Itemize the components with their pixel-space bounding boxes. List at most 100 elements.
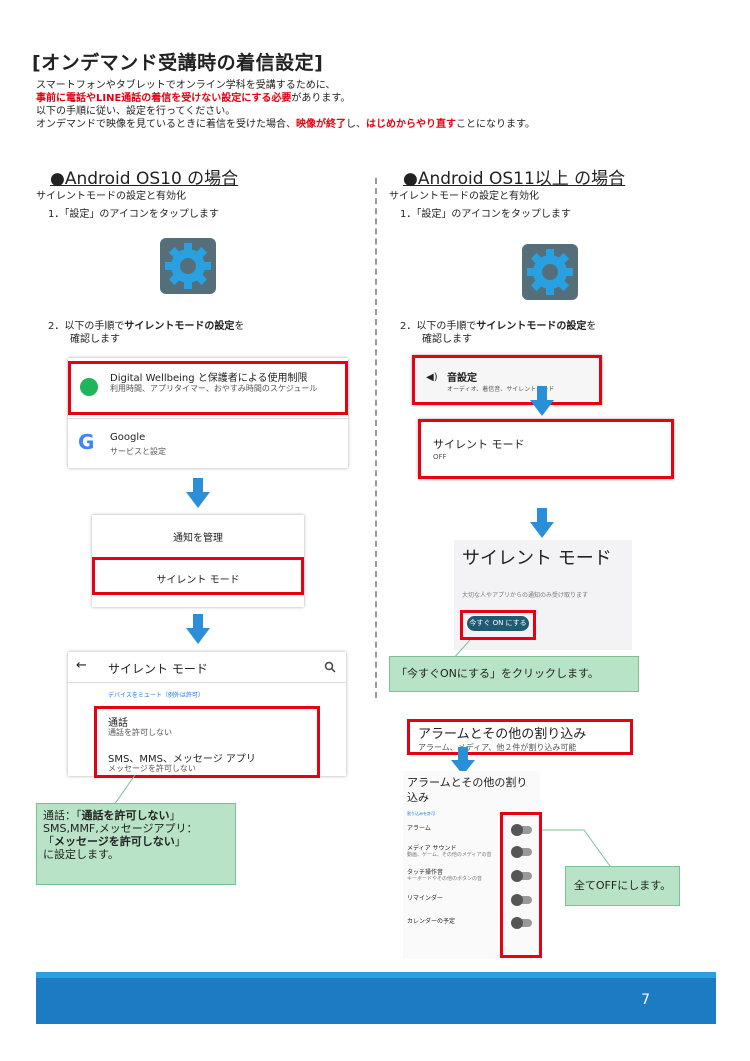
google-subtitle: サービスと設定 xyxy=(110,447,166,456)
sms-subtitle: メッセージを許可しない xyxy=(108,764,196,773)
callout-line-3: 「メッセージを許可しない」 xyxy=(43,835,229,848)
calls-item[interactable]: 通話 xyxy=(108,718,128,729)
media-toggle-label: メディア サウンド xyxy=(407,845,457,852)
back-arrow-icon[interactable]: ← xyxy=(76,658,87,673)
intro-line-2-rest: があります。 xyxy=(291,93,351,104)
manage-notifications-item[interactable]: 通知を管理 xyxy=(173,533,223,544)
right-step-1: 1．「設定」のアイコンをタップします xyxy=(400,209,571,220)
silent-mode-highlight[interactable] xyxy=(92,557,304,595)
calls-subtitle: 通話を許可しない xyxy=(108,728,172,737)
intro-line-3: 以下の手順に従い、設定を行ってください。 xyxy=(36,106,236,117)
all-off-callout: 全てOFFにします。 xyxy=(565,866,680,906)
left-step-2b: サイレントモードの設定 xyxy=(124,321,235,332)
callout-pointer xyxy=(542,829,611,867)
list-divider xyxy=(68,418,348,419)
turn-on-callout: 「今すぐONにする」をクリックします。 xyxy=(389,656,639,692)
right-subtitle: サイレントモードの設定と有効化 xyxy=(389,191,539,202)
right-step-2a: 2．以下の手順で xyxy=(400,321,477,332)
media-toggle-sub: 動画、ゲーム、その他のメディアの音 xyxy=(407,852,492,858)
calendar-toggle-label: カレンダーの予定 xyxy=(407,918,456,925)
google-title[interactable]: Google xyxy=(110,432,146,443)
settings-gear-icon[interactable] xyxy=(522,244,578,300)
intro-text: スマートフォンやタブレットでオンライン学科を受講するために、 事前に電話やLIN… xyxy=(36,79,535,131)
silent-mode-screen-card: ← サイレント モード デバイスをミュート（例外は許可） 通話 通話を許可しない… xyxy=(68,652,346,778)
turn-on-now-button[interactable]: 今すぐ ON にする xyxy=(467,616,529,631)
intro-line-2: 事前に電話やLINE通話の着信を受けない設定にする必要があります。 xyxy=(36,92,535,105)
alarm-title: アラームとその他の割り込み xyxy=(418,727,587,742)
intro-line-4b: し、 xyxy=(346,119,366,130)
callout-1b: 通話を許可しない xyxy=(81,809,170,822)
silent-setting-title: サイレント モード xyxy=(433,438,525,451)
wellbeing-highlight[interactable] xyxy=(68,361,348,415)
sound-subtitle: オーディオ、着信音、サイレントモード xyxy=(447,386,555,393)
sound-title: 音設定 xyxy=(447,373,477,384)
intro-red-2: はじめからやり直す xyxy=(366,119,456,130)
notification-menu-card: 通知を管理 サイレント モード xyxy=(92,515,304,607)
left-step-2a: 2．以下の手順で xyxy=(48,321,125,332)
alarm-toggle[interactable] xyxy=(511,824,532,836)
callout-1a: 通話：「 xyxy=(43,809,82,822)
touch-toggle[interactable] xyxy=(511,870,532,882)
calendar-toggle[interactable] xyxy=(511,917,532,929)
search-icon[interactable] xyxy=(324,661,336,673)
arrow-down-icon xyxy=(186,614,210,644)
alarm-screen-title: アラームとその他の割り込み xyxy=(407,776,528,804)
callout-pointer xyxy=(113,775,136,805)
left-heading: ●Android OS10 の場合 xyxy=(50,169,239,189)
turn-on-highlight xyxy=(460,610,536,640)
left-step-2c: を xyxy=(234,321,245,332)
settings-gear-icon[interactable] xyxy=(160,238,216,294)
right-step-2: 2．以下の手順でサイレントモードの設定を確認します xyxy=(400,320,596,346)
silent-mode-setting-item[interactable]: サイレント モード OFF xyxy=(418,419,674,479)
reminder-toggle[interactable] xyxy=(511,894,532,906)
callout-3c: 」 xyxy=(174,835,186,848)
right-step-2b: サイレントモードの設定 xyxy=(476,321,587,332)
speaker-icon: ◀) xyxy=(426,372,438,383)
column-divider xyxy=(375,178,377,698)
arrow-down-icon xyxy=(186,478,210,508)
alarm-interrupts-item[interactable]: アラームとその他の割り込み アラーム、メディア、他２件が割り込み可能 xyxy=(407,719,633,755)
right-heading: ●Android OS11以上 の場合 xyxy=(403,169,626,189)
intro-line-4: オンデマンドで映像を見ているときに着信を受けた場合、映像が終了し、はじめからやり… xyxy=(36,118,535,131)
sound-settings-item[interactable]: ◀) 音設定 オーディオ、着信音、サイレントモード xyxy=(412,355,602,405)
google-icon: G xyxy=(78,430,95,454)
arrow-down-icon xyxy=(530,508,554,538)
silent-mode-panel: サイレント モード 大切な人やアプリからの通知のみ受け取ります xyxy=(454,540,632,650)
callout-line-1: 通話：「通話を許可しない」 xyxy=(43,809,229,822)
silent-panel-desc: 大切な人やアプリからの通知のみ受け取ります xyxy=(462,592,589,599)
silent-setting-status: OFF xyxy=(433,453,447,461)
left-step-2d: 確認します xyxy=(70,334,120,345)
alarm-toggle-label: アラーム xyxy=(407,825,431,832)
footer-accent-bar xyxy=(36,972,716,978)
intro-line-4c: ことになります。 xyxy=(456,119,535,130)
intro-line-1: スマートフォンやタブレットでオンライン学科を受講するために、 xyxy=(36,80,336,91)
right-step-2c: を xyxy=(586,321,597,332)
toggles-highlight xyxy=(500,812,542,958)
left-step-1: 1．「設定」のアイコンをタップします xyxy=(48,209,219,220)
callout-3b: メッセージを許可しない xyxy=(54,835,175,848)
silent-panel-title: サイレント モード xyxy=(462,548,612,569)
wellbeing-title: Digital Wellbeing と保護者による使用制限 xyxy=(110,373,308,384)
callout-3a: 「 xyxy=(43,835,54,848)
allow-interrupts-label: 割り込みを許可 xyxy=(407,811,435,816)
settings-list-card: Digital Wellbeing と保護者による使用制限 利用時間、アプリタイ… xyxy=(68,358,348,468)
mute-note: デバイスをミュート（例外は許可） xyxy=(108,692,204,699)
reminder-toggle-label: リマインダー xyxy=(407,895,444,902)
touch-toggle-sub: キーボードやその他のボタンの音 xyxy=(407,876,483,882)
sms-item[interactable]: SMS、MMS、メッセージ アプリ xyxy=(108,754,256,765)
arrow-down-icon xyxy=(530,386,554,416)
callout-1c: 」 xyxy=(169,809,181,822)
touch-toggle-label: タッチ操作音 xyxy=(407,869,444,876)
silent-mode-item[interactable]: サイレント モード xyxy=(156,575,240,586)
header-divider xyxy=(68,682,346,683)
intro-line-4a: オンデマンドで映像を見ているときに着信を受けた場合、 xyxy=(36,119,296,130)
wellbeing-subtitle: 利用時間、アプリタイマー、おやすみ時間のスケジュール xyxy=(110,384,318,393)
wellbeing-icon xyxy=(80,378,98,396)
left-step-2: 2．以下の手順でサイレントモードの設定を確認します xyxy=(48,320,244,346)
media-toggle[interactable] xyxy=(511,846,532,858)
right-step-2d: 確認します xyxy=(422,334,472,345)
footer-bar: 7 xyxy=(36,978,716,1024)
callout-line-2: SMS,MMF,メッセージアプリ： xyxy=(43,822,198,835)
calls-sms-highlight xyxy=(94,706,320,778)
left-subtitle: サイレントモードの設定と有効化 xyxy=(36,191,186,202)
